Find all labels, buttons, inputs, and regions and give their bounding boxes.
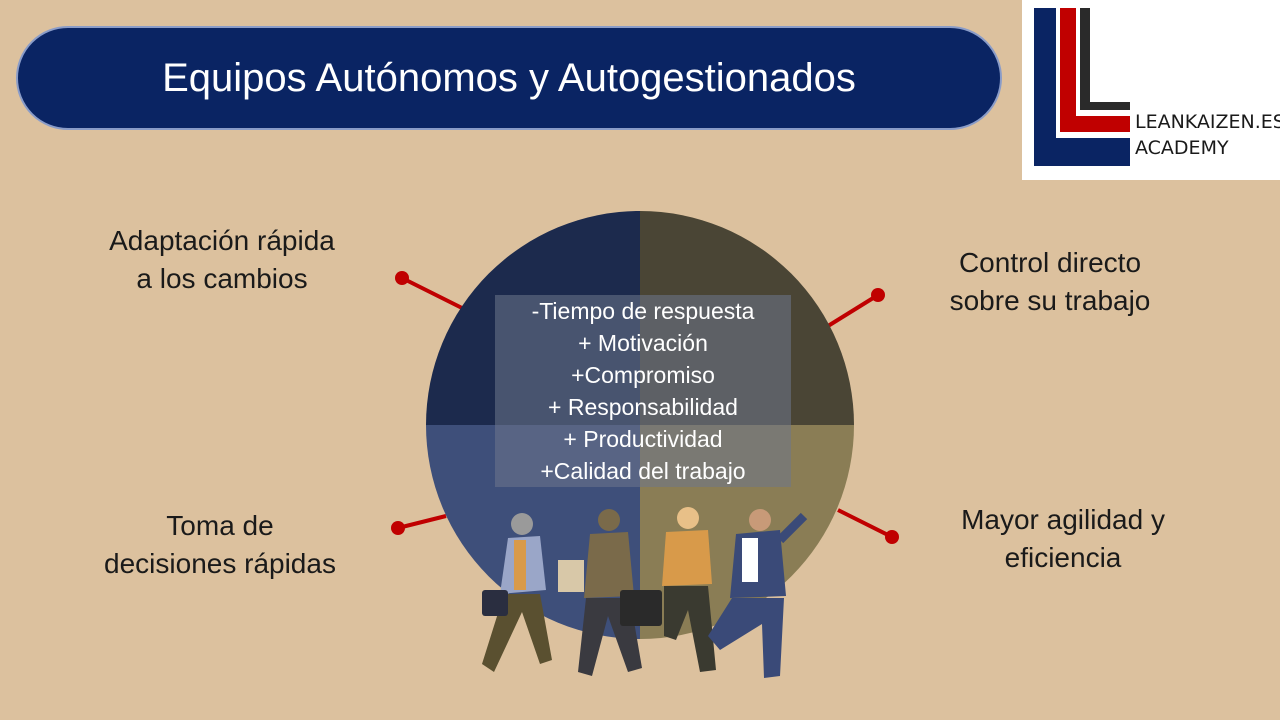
title-bar [16,26,1002,130]
benefits-box: -Tiempo de respuesta + Motivación +Compr… [495,295,791,487]
connector-dot-bottom-right [885,530,899,544]
connector-dot-bottom-left [391,521,405,535]
label-line: Adaptación rápida [109,225,335,256]
benefit-item: + Productividad [563,426,723,452]
label-top-left: Adaptación rápida a los cambios [72,222,372,298]
connector-dot-top-left [395,271,409,285]
label-bottom-right: Mayor agilidad y eficiencia [913,501,1213,577]
label-line: a los cambios [136,263,308,294]
page-title: Equipos Autónomos y Autogestionados [162,56,856,100]
label-line: eficiencia [1004,542,1122,573]
label-line: Control directo [958,247,1142,278]
label-line: decisiones rápidas [104,548,336,579]
connector-top-right [826,293,880,328]
connector-bottom-left [397,514,447,530]
benefit-item: +Compromiso [571,362,715,388]
logo-text-line2: ACADEMY [1135,137,1229,159]
benefit-item: +Calidad del trabajo [540,458,746,484]
running-people-illustration [482,507,808,678]
connector-bottom-right [837,508,893,539]
label-line: Toma de [166,510,274,541]
label-top-right: Control directo sobre su trabajo [900,244,1200,320]
benefit-item: + Responsabilidad [548,394,738,420]
label-line: sobre su trabajo [949,285,1151,316]
label-line: Mayor agilidad y [961,504,1165,535]
connector-dot-top-right [871,288,885,302]
connector-top-left [401,276,463,310]
label-bottom-left: Toma de decisiones rápidas [70,507,370,583]
benefit-item: + Motivación [578,330,708,356]
logo-text-line1: LEANKAIZEN.ES [1135,111,1280,133]
benefit-item: -Tiempo de respuesta [531,298,755,324]
